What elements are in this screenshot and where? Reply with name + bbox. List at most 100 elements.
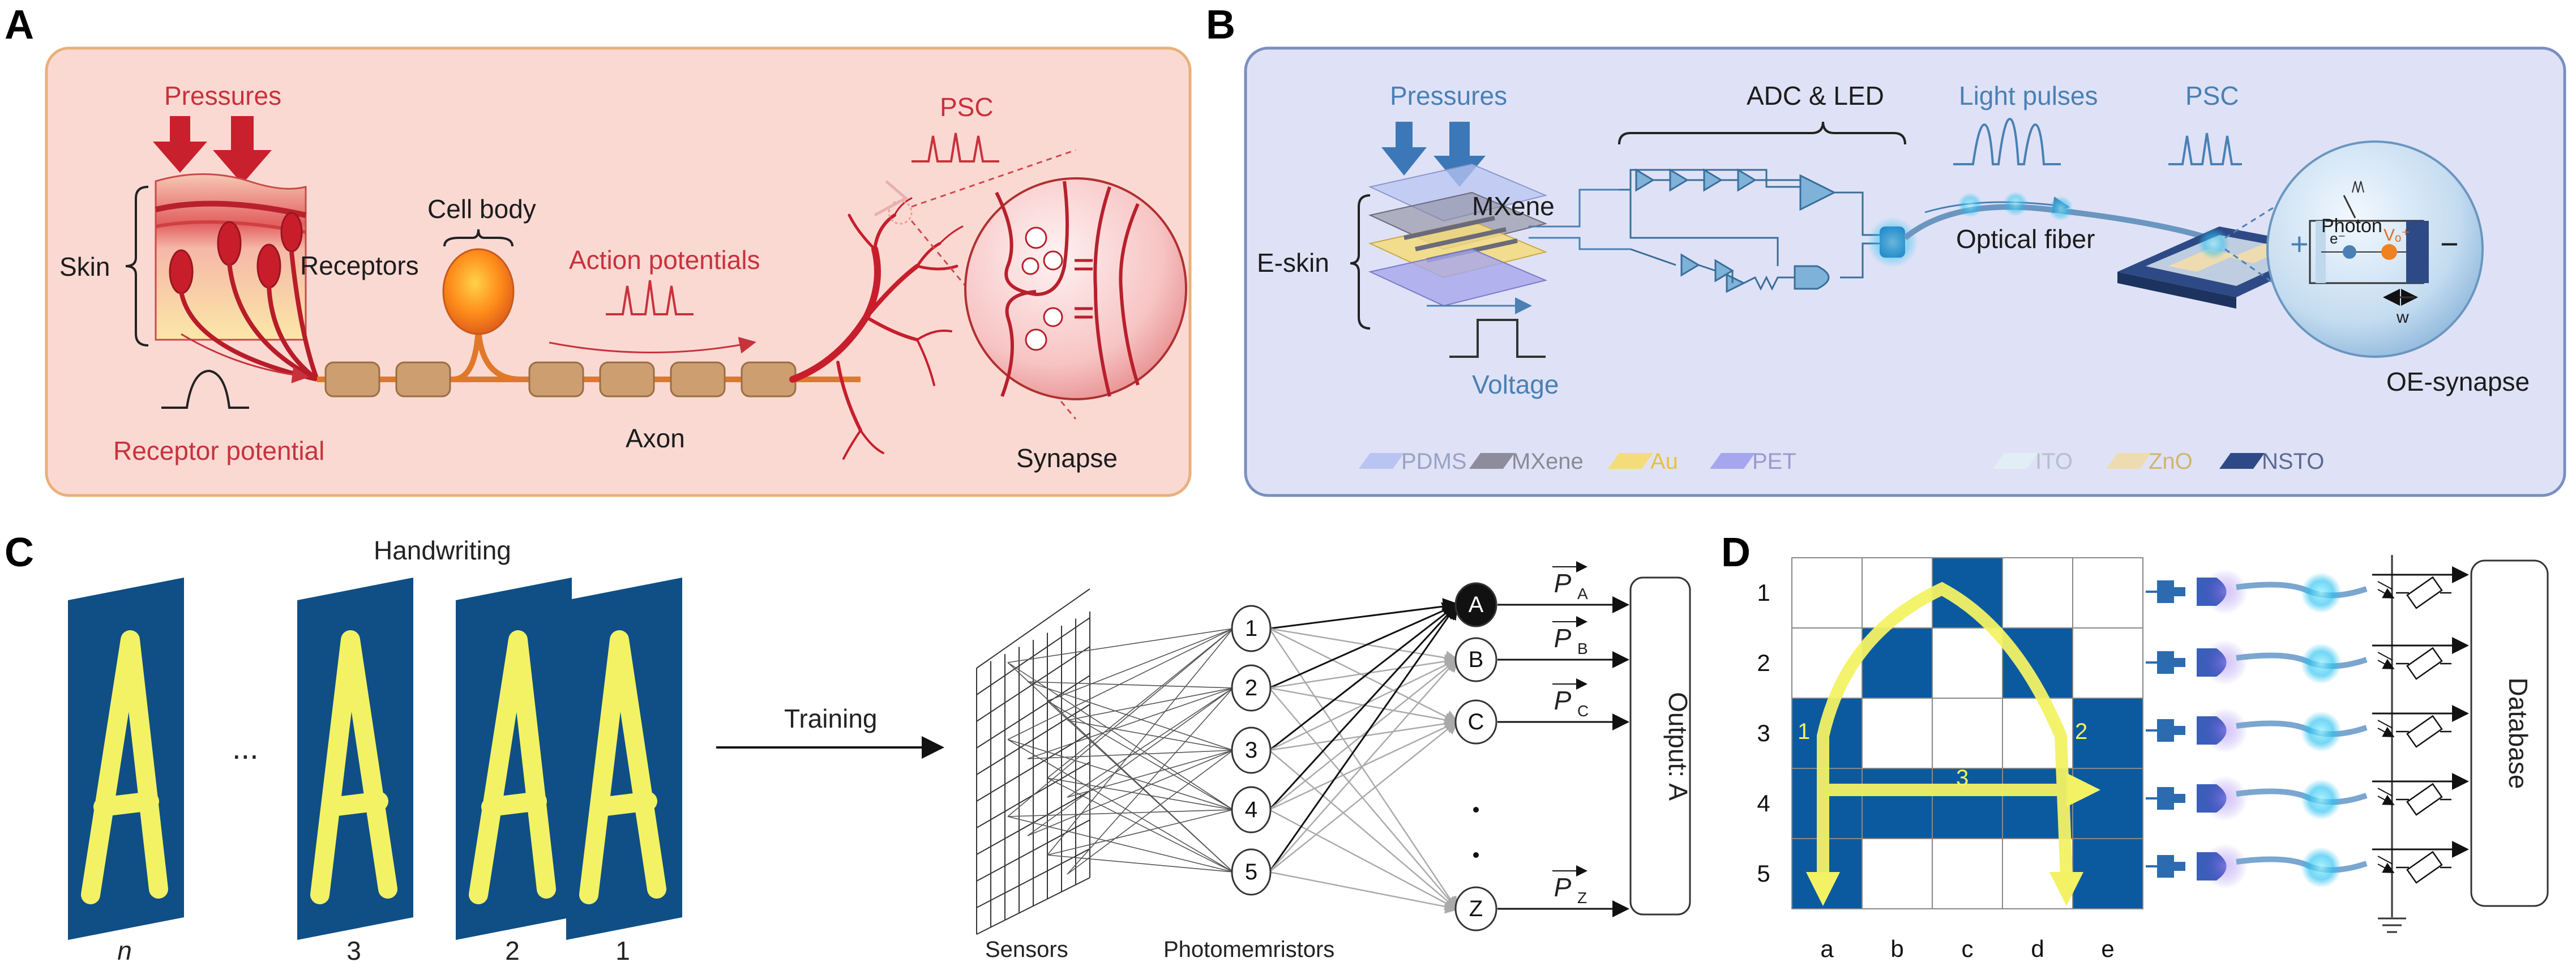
sensor-connection bbox=[1047, 700, 1234, 873]
row-label: 2 bbox=[1757, 649, 1770, 676]
synapse-weight bbox=[1268, 602, 1459, 873]
oe-synapse-circle bbox=[2266, 140, 2484, 358]
synapse-detail bbox=[995, 181, 1140, 397]
sensor-grid bbox=[976, 588, 1090, 935]
letter-a-glyph bbox=[579, 630, 666, 904]
light-pulse-trace bbox=[1953, 117, 2061, 165]
photon-label: Photon bbox=[2321, 215, 2382, 237]
light-input-arrows bbox=[2377, 581, 2393, 597]
handwriting-card: 3 bbox=[297, 578, 413, 965]
synapse-weight bbox=[1269, 602, 1460, 751]
skin-brace bbox=[125, 186, 149, 347]
sensor-connection bbox=[1067, 687, 1234, 721]
adc-brace bbox=[1618, 121, 1906, 145]
handwriting-card: n bbox=[68, 578, 184, 965]
pixel-off bbox=[2072, 627, 2143, 699]
readout-channel bbox=[2146, 841, 2469, 889]
sample-index-label: 1 bbox=[615, 936, 630, 965]
vector-symbol: P bbox=[1554, 569, 1572, 598]
output-box bbox=[1629, 576, 1691, 916]
hidden-node: 1 bbox=[1231, 605, 1272, 652]
synapse-weight bbox=[1269, 627, 1460, 665]
vo-label: Vₒ⁺ bbox=[2384, 226, 2410, 245]
synapse-weight bbox=[1269, 627, 1460, 724]
sensor-connection bbox=[1047, 700, 1234, 810]
dendrite-tree bbox=[789, 197, 964, 460]
electron-label: e⁻ bbox=[2330, 230, 2346, 247]
pressures-label: Pressures bbox=[164, 81, 281, 110]
sensor-connection bbox=[1047, 777, 1234, 810]
training-label: Training bbox=[784, 704, 877, 733]
column-label: a bbox=[1820, 935, 1834, 962]
pixel-on bbox=[2072, 698, 2143, 769]
pixel-on bbox=[2072, 838, 2143, 909]
light-input-arrows bbox=[2377, 720, 2393, 736]
stroke-label-1: 1 bbox=[1798, 719, 1810, 744]
letter-a-glyph bbox=[469, 630, 556, 904]
legend-label: NSTO bbox=[2262, 449, 2324, 474]
legend-label: ZnO bbox=[2149, 449, 2193, 474]
legend-swatch bbox=[2106, 453, 2151, 469]
output-node-label: B bbox=[1469, 647, 1484, 672]
output-label: Output: A bbox=[1663, 692, 1693, 801]
led-purple-glow bbox=[2202, 708, 2248, 753]
vector-symbol: P bbox=[1554, 873, 1572, 902]
legend-swatch bbox=[1359, 453, 1404, 469]
legend-label: PDMS bbox=[1401, 449, 1467, 474]
synapse-weight bbox=[1269, 598, 1460, 630]
photomemristor-device bbox=[2406, 715, 2443, 748]
sample-index-label: n bbox=[117, 936, 132, 965]
output-node-label: C bbox=[1468, 709, 1484, 734]
pixel-off bbox=[1932, 627, 2003, 699]
row-label: 5 bbox=[1757, 860, 1770, 887]
synapse-weight bbox=[1269, 720, 1459, 873]
sensor-grid-row bbox=[976, 588, 1090, 669]
synapse-circle bbox=[964, 177, 1187, 400]
sensor-connection bbox=[1067, 720, 1234, 751]
led-driver-icon bbox=[2157, 651, 2185, 674]
action-potential-arrow bbox=[549, 336, 756, 354]
action-potentials-label: Action potentials bbox=[569, 245, 760, 275]
synapse-weight bbox=[1269, 658, 1460, 751]
fiber-glow-spot bbox=[2301, 711, 2342, 752]
mxene-label: MXene bbox=[1472, 191, 1555, 221]
vector-subscript: C bbox=[1577, 702, 1589, 720]
sensor-connection bbox=[1047, 628, 1234, 856]
sensor-connection bbox=[1047, 628, 1234, 702]
readout-channel bbox=[2146, 773, 2469, 821]
e-skin-wires bbox=[1529, 189, 1631, 250]
sample-index-label: 3 bbox=[346, 936, 361, 965]
pixel-off bbox=[1932, 838, 2003, 909]
vector-symbol: P bbox=[1554, 623, 1572, 653]
sensor-connection bbox=[1027, 687, 1234, 836]
stroke-arrowheads bbox=[1806, 773, 2100, 906]
photomemristor-device bbox=[2406, 850, 2443, 884]
cell-body bbox=[442, 248, 515, 335]
led-driver-icon bbox=[2157, 855, 2185, 878]
sensor-connection bbox=[1007, 628, 1234, 817]
legend-item-nsto: NSTO bbox=[2219, 449, 2324, 474]
pixel-off bbox=[2072, 557, 2143, 629]
action-potential-trace bbox=[606, 280, 694, 315]
cell-body-brace bbox=[443, 229, 514, 247]
sensors-label: Sensors bbox=[985, 937, 1068, 962]
photomemristor-device bbox=[2406, 576, 2443, 609]
synapse-label: Synapse bbox=[1016, 443, 1118, 473]
sensor-connection bbox=[1047, 854, 1234, 873]
readout-channels bbox=[2146, 555, 2469, 933]
legend-item-au: Au bbox=[1608, 449, 1678, 474]
row-label: 4 bbox=[1757, 790, 1770, 817]
hidden-node-label: 2 bbox=[1245, 676, 1257, 700]
fiber-glow-spot bbox=[2301, 643, 2342, 684]
sample-index-label: 2 bbox=[505, 936, 520, 965]
fiber-glow bbox=[1958, 191, 2073, 221]
panel-b: B Pressures MXene E-skin Voltage ADC & L… bbox=[1206, 2, 2566, 497]
b-pressures-label: Pressures bbox=[1390, 81, 1507, 110]
voltage-label: Voltage bbox=[1472, 370, 1559, 399]
handwriting-card: 1 bbox=[566, 578, 682, 965]
legend-swatch bbox=[1608, 453, 1653, 469]
light-pulses-label: Light pulses bbox=[1959, 81, 2098, 110]
column-label: d bbox=[2031, 935, 2044, 962]
